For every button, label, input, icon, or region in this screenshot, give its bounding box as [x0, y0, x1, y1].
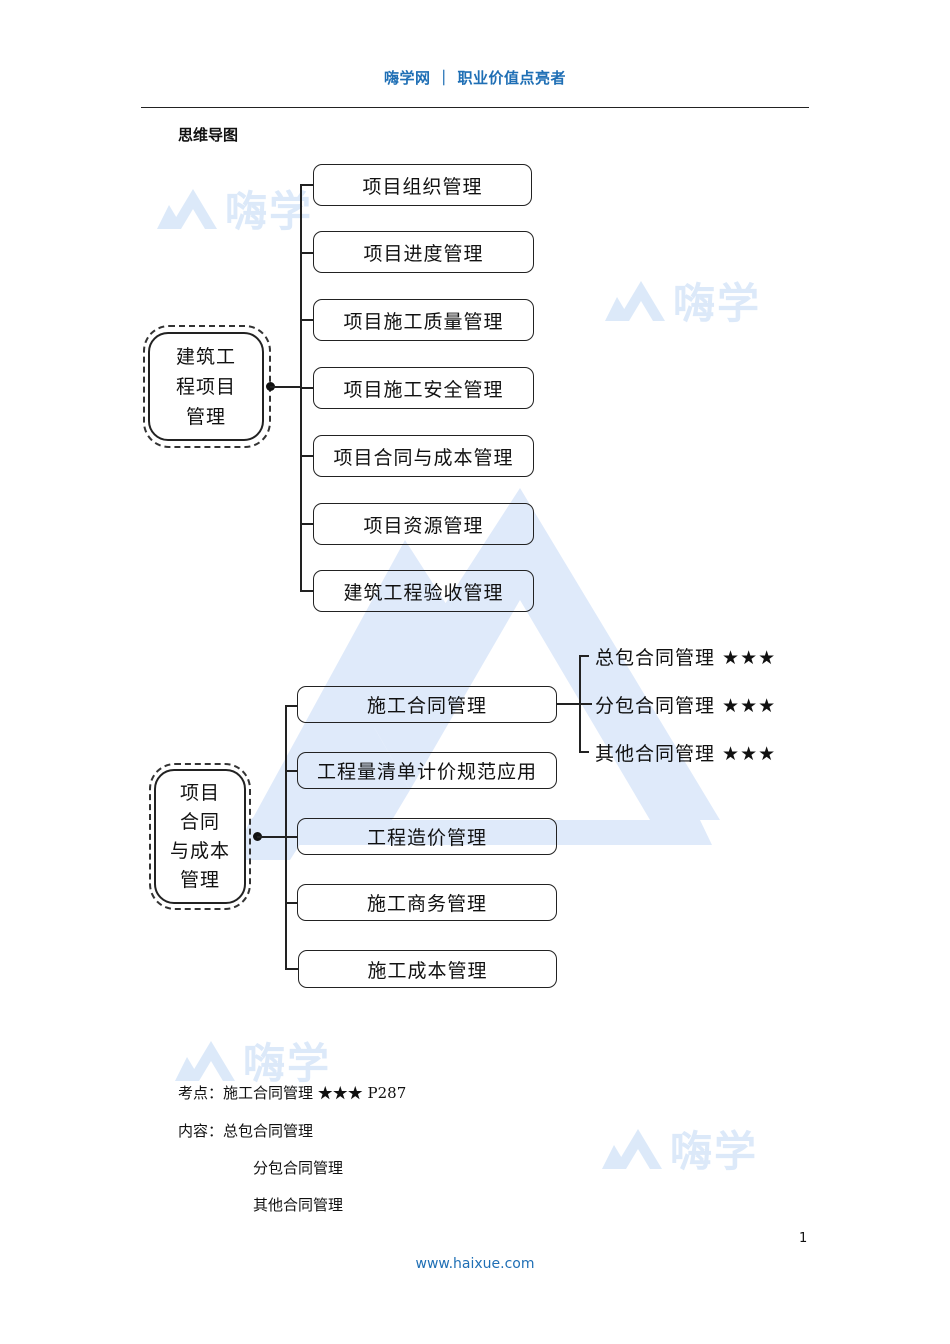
branch-tick — [300, 252, 314, 254]
node-engineering-cost: 工程造价管理 — [297, 818, 557, 855]
page-number: 1 — [799, 1231, 808, 1246]
branch-tick — [285, 770, 298, 772]
node-construction-business: 施工商务管理 — [297, 884, 557, 921]
root-line: 合同 — [179, 810, 220, 833]
branch-tick — [300, 455, 314, 457]
footer-website-link[interactable]: www.haixue.com — [415, 1256, 535, 1272]
branch-tick — [300, 319, 314, 321]
sub-connector-line — [557, 703, 580, 705]
root-node-outline — [149, 763, 251, 910]
exam-point-text: 考点：施工合同管理 ★★★ P287 — [178, 1084, 407, 1102]
node-bill-of-quantities: 工程量清单计价规范应用 — [297, 752, 557, 789]
root-line: 建筑工 — [175, 345, 236, 368]
branch-tick — [300, 590, 314, 592]
haixue-logo-icon — [175, 1040, 235, 1081]
node-project-resources: 项目资源管理 — [313, 503, 534, 545]
header-divider — [141, 107, 809, 108]
node-project-quality: 项目施工质量管理 — [313, 299, 534, 341]
branch-tick — [285, 705, 298, 707]
connector-line — [257, 836, 286, 838]
node-project-safety: 项目施工安全管理 — [313, 367, 534, 409]
root-line: 管理 — [185, 405, 226, 428]
root-line: 与成本 — [169, 839, 230, 862]
sub-branch-tick — [579, 703, 592, 705]
leaf-general-contract: 总包合同管理 ★★★ — [595, 647, 777, 669]
page-header-title: 嗨学网 ｜ 职业价值点亮者 — [384, 69, 566, 87]
leaf-other-contract: 其他合同管理 ★★★ — [595, 743, 777, 765]
branch-tick — [285, 968, 299, 970]
connector-line — [270, 386, 301, 388]
branch-tick — [300, 523, 314, 525]
haixue-watermark-4: 嗨学 — [600, 1118, 758, 1179]
sub-branch-tick — [579, 655, 589, 657]
watermark-text: 嗨学 — [673, 279, 762, 328]
haixue-watermark-2: 嗨学 — [603, 270, 761, 331]
root-line: 项目 — [179, 781, 220, 804]
node-construction-acceptance: 建筑工程验收管理 — [313, 570, 534, 612]
node-construction-contract: 施工合同管理 — [297, 686, 557, 723]
node-project-organization: 项目组织管理 — [313, 164, 532, 206]
content-line-other: 其他合同管理 — [253, 1196, 344, 1214]
haixue-logo-icon — [602, 1128, 662, 1169]
node-construction-cost: 施工成本管理 — [298, 950, 557, 988]
branch-tick — [285, 836, 298, 838]
watermark-text: 嗨学 — [670, 1127, 759, 1176]
branch-tick — [285, 902, 298, 904]
root-line: 管理 — [179, 868, 220, 891]
haixue-watermark-1: 嗨学 — [155, 178, 313, 239]
haixue-logo-icon — [605, 280, 665, 321]
root-node-contract-cost-management: 项目 合同 与成本 管理 — [154, 769, 246, 904]
leaf-subcontract: 分包合同管理 ★★★ — [595, 695, 777, 717]
root-line: 程项目 — [175, 375, 236, 398]
content-text: 内容：总包合同管理 — [178, 1122, 314, 1140]
root-node-construction-project-management: 建筑工 程项目 管理 — [148, 332, 264, 441]
sub-branch-tick — [579, 751, 589, 753]
content-line-subcontract: 分包合同管理 — [253, 1159, 344, 1177]
branch-tick — [300, 387, 314, 389]
node-project-schedule: 项目进度管理 — [313, 231, 534, 273]
branch-tick — [300, 184, 314, 186]
node-project-contract-cost: 项目合同与成本管理 — [313, 435, 534, 477]
haixue-logo-icon — [157, 188, 217, 229]
section-title: 思维导图 — [178, 126, 239, 144]
